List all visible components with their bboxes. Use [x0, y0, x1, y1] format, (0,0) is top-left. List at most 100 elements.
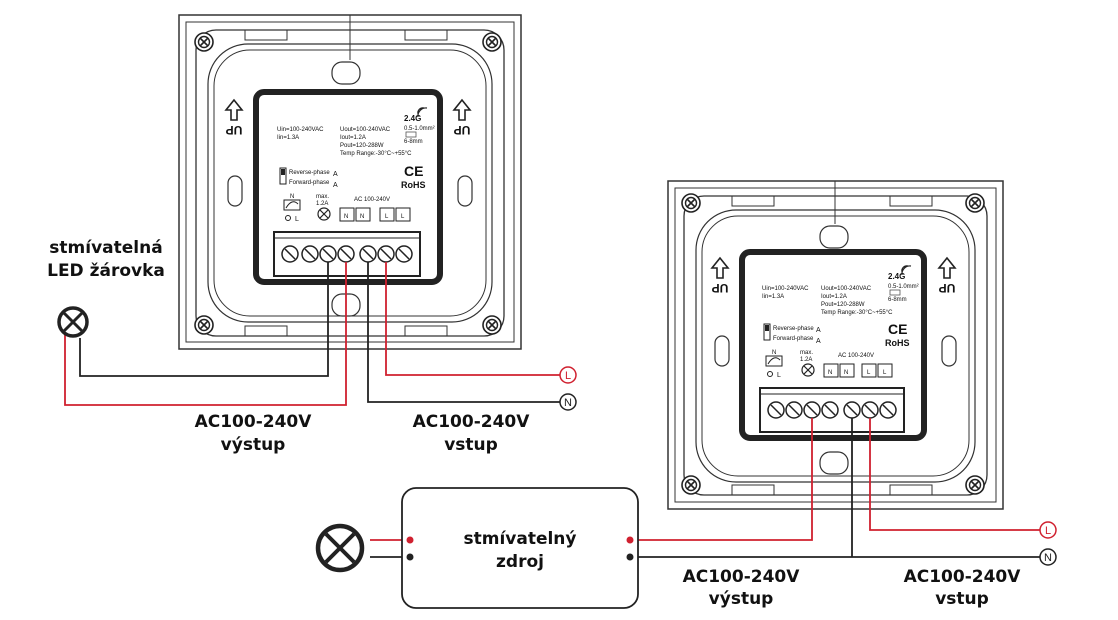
right-input-sub: vstup — [935, 589, 989, 609]
screw-icon — [965, 193, 985, 213]
terminal-screw — [377, 245, 395, 263]
left-switch-panel: UP UP Uin=100-240VAC Iin=1.3A Uout=100-2… — [178, 14, 522, 350]
terminal-screw — [879, 401, 897, 419]
up-label: UP — [712, 281, 729, 295]
spec-uout: Uout=100-240VAC — [821, 286, 872, 292]
spec-uout: Uout=100-240VAC — [340, 127, 391, 133]
dimmer-n: N — [290, 194, 294, 200]
terminal-screw — [337, 245, 355, 263]
live-terminal: L — [1045, 525, 1051, 537]
terminal-screw — [785, 401, 803, 419]
terminal-n: N — [828, 370, 832, 376]
terminal-screw — [767, 401, 785, 419]
up-label: UP — [226, 123, 243, 137]
wifi-24g-icon — [417, 107, 428, 118]
left-input-sub: vstup — [444, 435, 498, 455]
right-output-sub: výstup — [709, 589, 774, 609]
screw-icon — [681, 193, 701, 213]
right-wiring — [370, 418, 1040, 558]
screw-icon — [194, 32, 214, 52]
dimmer-l: L — [777, 372, 781, 379]
terminal-screw — [803, 401, 821, 419]
spec-temp: Temp Range:-30°C~+55°C — [821, 310, 893, 316]
terminal-screw — [861, 401, 879, 419]
left-terminals: L N — [559, 366, 577, 411]
terminal-screw — [301, 245, 319, 263]
spec-iout: Iout=1.2A — [821, 294, 847, 300]
rohs-label: RoHS — [885, 338, 910, 348]
dimmer-n: N — [772, 350, 776, 356]
ac-range: AC 100-240V — [354, 197, 390, 203]
screw-icon — [482, 32, 502, 52]
screw-icon — [482, 315, 502, 335]
dimmer-symbol-icon — [283, 199, 301, 211]
terminal-n: N — [360, 214, 364, 220]
terminal-screw — [821, 401, 839, 419]
max-label: max. — [800, 350, 813, 356]
terminal-l: L — [867, 370, 871, 376]
phase-symbol: A — [816, 338, 821, 345]
neutral-terminal: N — [1044, 552, 1052, 564]
wire-gauge: 0.5-1.0mm² — [888, 284, 919, 290]
spec-pout: Pout=120-288W — [821, 302, 865, 308]
terminal-n: N — [844, 370, 848, 376]
terminal-l: L — [385, 214, 389, 220]
ac-range: AC 100-240V — [838, 353, 874, 359]
dimmer-symbol-icon — [765, 355, 783, 367]
lamp-label-line1: stmívatelná — [49, 238, 162, 258]
left-output-label: AC100-240V — [195, 412, 313, 432]
wifi-24g-icon — [901, 265, 912, 276]
left-output-sub: výstup — [221, 435, 286, 455]
right-input-label: AC100-240V — [904, 567, 1022, 587]
phase-symbol: A — [816, 327, 821, 334]
left-wiring — [64, 262, 560, 406]
wireless-label: 2.4G — [404, 114, 421, 123]
terminal-screw — [395, 245, 413, 263]
max-label: max. — [316, 194, 329, 200]
phase-symbol: A — [333, 182, 338, 189]
strip-length: 6-8mm — [404, 139, 423, 145]
phase-forward: Forward-phase — [289, 180, 330, 186]
terminal-l: L — [401, 214, 405, 220]
terminal-screw — [319, 245, 337, 263]
spec-iin: Iin=1.3A — [277, 135, 299, 141]
neutral-terminal: N — [564, 397, 572, 409]
phase-forward: Forward-phase — [773, 336, 814, 342]
strip-length: 6-8mm — [888, 297, 907, 303]
max-current: 1.2A — [800, 357, 812, 363]
ce-mark-icon: CE — [888, 321, 907, 337]
terminal-labels: N N L L — [339, 207, 411, 222]
lamp-label-line2: LED žárovka — [47, 261, 165, 281]
phase-reverse: Reverse-phase — [289, 170, 330, 176]
spec-iout: Iout=1.2A — [340, 135, 366, 141]
wire-gauge: 0.5-1.0mm² — [404, 126, 435, 132]
up-label: UP — [939, 281, 956, 295]
right-lamp — [315, 523, 365, 573]
screw-icon — [194, 315, 214, 335]
terminal-l: L — [883, 370, 887, 376]
phase-symbol: A — [333, 171, 338, 178]
spec-iin: Iin=1.3A — [762, 294, 784, 300]
driver-label-line2: zdroj — [496, 552, 544, 572]
rohs-label: RoHS — [401, 180, 426, 190]
left-input-label: AC100-240V — [413, 412, 531, 432]
terminal-screw — [359, 245, 377, 263]
driver-label-line1: stmívatelný — [463, 529, 576, 549]
terminal-screw — [281, 245, 299, 263]
spec-uin: Uin=100-240VAC — [277, 127, 324, 133]
up-label: UP — [454, 123, 471, 137]
wireless-label: 2.4G — [888, 272, 905, 281]
spec-temp: Temp Range:-30°C~+55°C — [340, 151, 412, 157]
screw-icon — [681, 475, 701, 495]
phase-reverse: Reverse-phase — [773, 326, 814, 332]
spec-pout: Pout=120-288W — [340, 143, 384, 149]
screw-icon — [965, 475, 985, 495]
terminal-labels: N N L L — [823, 363, 893, 378]
terminal-screw — [843, 401, 861, 419]
right-switch-panel: UP UP Uin=100-240VAC Iin=1.3A Uout=100-2… — [667, 180, 1004, 510]
spec-uin: Uin=100-240VAC — [762, 286, 809, 292]
max-current: 1.2A — [316, 201, 328, 207]
terminal-n: N — [344, 214, 348, 220]
right-terminals: L N — [1039, 521, 1057, 566]
